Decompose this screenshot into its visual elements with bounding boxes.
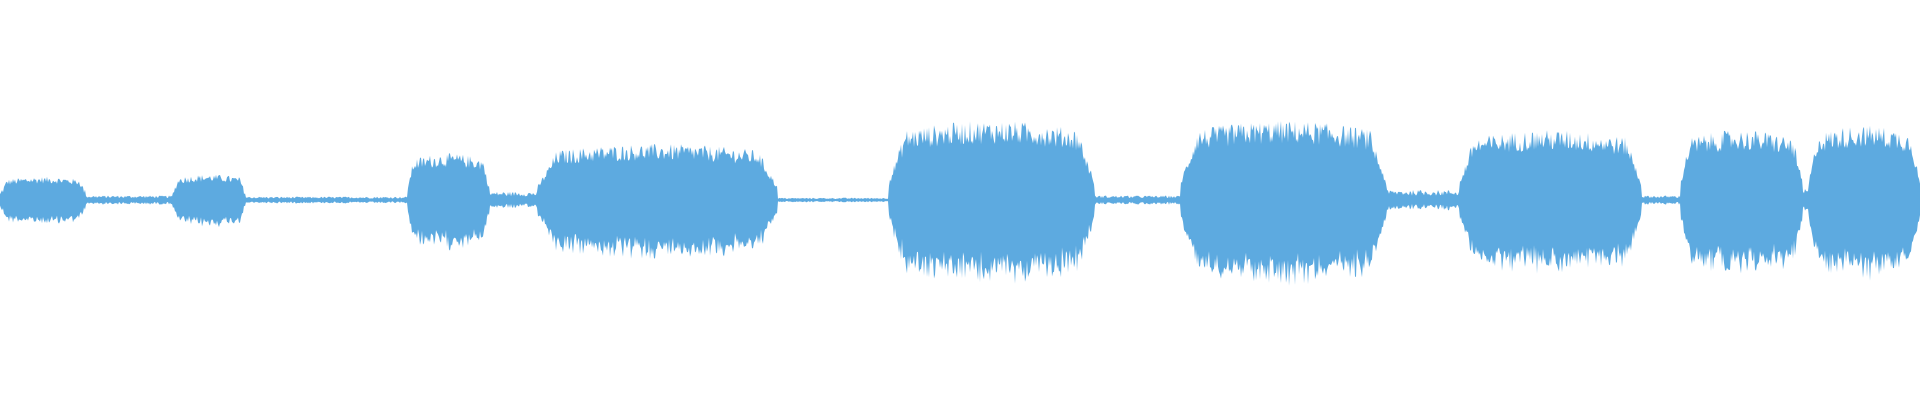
- waveform-shape: [0, 121, 1920, 286]
